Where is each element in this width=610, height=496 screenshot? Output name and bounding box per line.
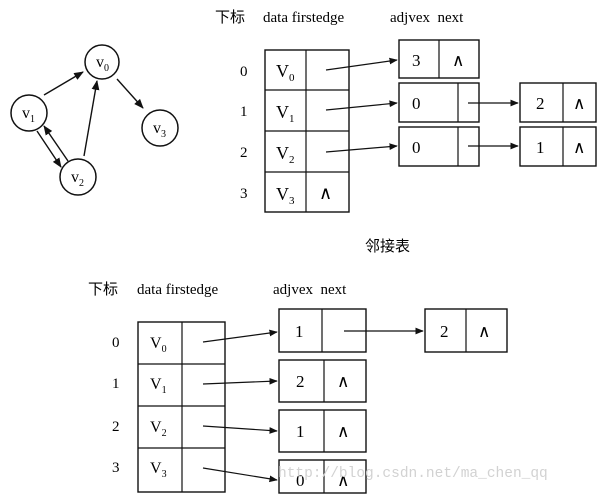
top-arrow-2: [325, 143, 398, 153]
graph-node-v3: v3: [141, 109, 179, 147]
edge-v2-v0: [83, 80, 100, 157]
bottom-vertex-2: V2: [150, 419, 167, 439]
top-vertex-3: V3: [276, 184, 295, 207]
bottom-index-1: 1: [112, 376, 120, 392]
svg-text:0: 0: [412, 94, 421, 113]
edge-v2-v1: [43, 125, 69, 162]
top-header-node-fields: adjvex next: [390, 10, 464, 26]
top-index-2: 2: [240, 145, 248, 161]
svg-text:∧: ∧: [337, 422, 349, 441]
svg-text:2: 2: [296, 372, 305, 391]
top-arrow-0: [325, 57, 398, 71]
top-edge-node-3: 0: [398, 126, 480, 167]
svg-text:1: 1: [536, 138, 545, 157]
top-edge-node-2: 2 ∧: [519, 82, 597, 123]
svg-text:0: 0: [412, 138, 421, 157]
bottom-edge-node-3: 1 ∧: [278, 409, 367, 453]
top-vertex-0: V0: [276, 61, 295, 84]
top-index-1: 1: [240, 104, 248, 120]
svg-text:v3: v3: [153, 120, 166, 140]
edge-v1-v0: [43, 71, 84, 96]
bottom-header-node-fields: adjvex next: [273, 282, 347, 298]
bottom-arrow-3: [202, 467, 278, 483]
watermark-text: http://blog.csdn.net/ma_chen_qq: [278, 466, 548, 482]
bottom-vertex-0: V0: [150, 335, 167, 355]
bottom-edge-node-1: 2 ∧: [424, 308, 508, 353]
svg-text:3: 3: [412, 51, 421, 70]
svg-text:1: 1: [295, 322, 304, 341]
bottom-edge-node-2: 2 ∧: [278, 359, 367, 403]
bottom-index-2: 2: [112, 419, 120, 435]
svg-text:v0: v0: [96, 54, 109, 74]
svg-text:v2: v2: [71, 169, 84, 189]
bottom-header-fields: data firstedge: [137, 282, 219, 298]
svg-text:∧: ∧: [573, 138, 585, 157]
top-edge-node-4: 1 ∧: [519, 126, 597, 167]
svg-text:2: 2: [536, 94, 545, 113]
top-vertex-1: V1: [276, 102, 295, 125]
bottom-index-3: 3: [112, 460, 120, 476]
top-arrow-1: [325, 100, 398, 111]
svg-text:∧: ∧: [337, 372, 349, 391]
svg-text:1: 1: [296, 422, 305, 441]
top-index-3: 3: [240, 186, 248, 202]
bottom-edge-node-4: 0 ∧: [278, 459, 367, 494]
svg-text:∧: ∧: [452, 51, 464, 70]
bottom-header-index: 下标: [88, 281, 118, 298]
top-edge-node-1: 0: [398, 82, 480, 123]
edge-v1-v2: [36, 130, 62, 168]
directed-graph: v0 v1 v2 v3: [10, 44, 179, 196]
svg-text:2: 2: [440, 322, 449, 341]
bottom-adjacency-list: 下标 data firstedge adjvex next 0 1 2 3 V0…: [88, 281, 508, 494]
graph-node-v1: v1: [10, 94, 48, 132]
edge-v0-v3: [116, 78, 144, 109]
bottom-arrow-1: [202, 377, 278, 385]
svg-text:∧: ∧: [337, 471, 349, 490]
graph-node-v0: v0: [84, 44, 120, 80]
top-vertex-3-null: ∧: [319, 183, 332, 203]
top-vertex-2: V2: [276, 143, 295, 166]
bottom-arrow-2: [202, 425, 278, 434]
bottom-vertex-3: V3: [150, 460, 167, 480]
top-index-0: 0: [240, 64, 248, 80]
top-edge-node-0: 3 ∧: [398, 39, 480, 79]
graph-node-v2: v2: [59, 158, 97, 196]
top-adjacency-list: 下标 data firstedge adjvex next 0 1 2 3 V0…: [215, 9, 597, 255]
svg-text:0: 0: [296, 471, 305, 490]
top-header-index: 下标: [215, 9, 245, 26]
bottom-arrow-0: [202, 329, 278, 343]
svg-text:∧: ∧: [573, 94, 585, 113]
top-caption: 邻接表: [365, 238, 410, 255]
bottom-vertex-1: V1: [150, 376, 167, 396]
top-header-fields: data firstedge: [263, 10, 345, 26]
svg-text:∧: ∧: [478, 322, 490, 341]
svg-text:v1: v1: [22, 105, 35, 125]
bottom-index-0: 0: [112, 335, 120, 351]
